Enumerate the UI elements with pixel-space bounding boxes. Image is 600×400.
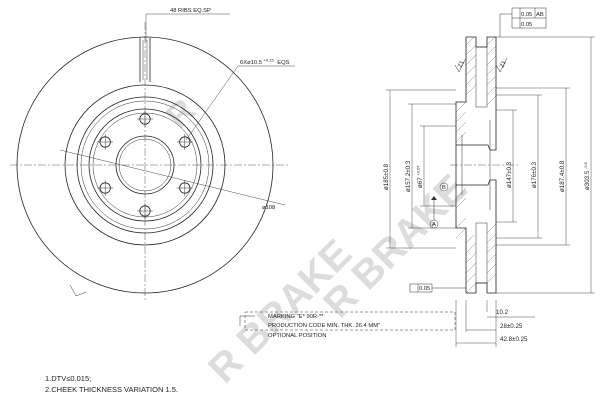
dim-d303-tolerance: -0.5: [583, 161, 588, 169]
vane-cavity-upper: [475, 46, 488, 108]
rotation-mark: [69, 284, 87, 297]
section-hatching: [455, 36, 497, 294]
datum-b-circle: [439, 182, 449, 192]
brand-watermark: R BRAKE R BRAKE R: [159, 91, 475, 391]
diameter-dimensions: [386, 36, 595, 294]
pcd-leader: [59, 149, 286, 206]
dim-d185: ø185±0.8: [383, 163, 390, 190]
front-view: 48 RIBS EQ.SP 6Xø10.5 +0.15 EQS ø108: [10, 8, 295, 300]
width-dimensions: [455, 300, 535, 347]
flatness-datum: AB: [536, 12, 544, 18]
dim-d303: ø303.5 -0.5: [583, 161, 591, 190]
pcd-label: ø108: [262, 205, 275, 211]
drawing-notes: 1.DTV≤0.015; 2.CHEEK THICKNESS VARIATION…: [45, 374, 178, 394]
marking-line-3: OPTIONAL POSITION: [268, 333, 326, 339]
marking-line-2: PRODUCTION CODE MIN. THK. 26.4 MM": [268, 323, 380, 329]
dim-d67-tolerance: +0.07: [416, 165, 421, 176]
surface-finish-left: Z1: [457, 60, 465, 69]
bolt-hole-size: 6Xø10.5: [240, 60, 262, 66]
center-bore-chamfer: [118, 138, 172, 192]
rib-slot: [139, 38, 151, 82]
ribs-leader: [145, 13, 230, 42]
bolt-hole-label: 6Xø10.5 +0.15 EQS: [240, 58, 290, 67]
center-bore: [115, 135, 175, 195]
dim-d187: ø187.4±0.8: [559, 160, 566, 192]
dim-d147: ø147±0.3: [506, 161, 513, 188]
marking-line-1: MARKING "E* 90R-**: [268, 314, 324, 320]
flatness-value: 0.05: [521, 12, 532, 18]
bolt-hole-eqs: EQS: [277, 60, 289, 66]
note-2: 2.CHEEK THICKNESS VARIATION 1.5.: [45, 385, 178, 394]
dim-d157: ø157.2±0.3: [405, 160, 412, 192]
geometric-tolerance-frame: 0.05 AB 0.05: [499, 7, 547, 37]
hat-fillet: [80, 100, 210, 230]
bolt-hole-leader: [185, 65, 295, 141]
runout-value: 0.05: [419, 286, 430, 292]
dim-d303-value: ø303.5: [584, 170, 591, 190]
watermark-logo-text: R: [159, 91, 203, 135]
note-1: 1.DTV≤0.015;: [45, 374, 91, 383]
hat-outer-edge: [76, 96, 214, 234]
datum-a-label: A: [432, 222, 436, 228]
marking-callout: MARKING "E* 90R-** PRODUCTION CODE MIN. …: [239, 311, 456, 339]
dim-d67-value: ø67: [417, 177, 424, 188]
bolt-holes: [97, 111, 193, 219]
section-view: 0.05 AB 0.05 Z1 Z1 B A 0.05: [383, 7, 595, 347]
disc-outer-edge: [16, 36, 274, 294]
bolt-hole-tolerance: +0.15: [264, 58, 275, 63]
dim-width-28: 28±0.25: [500, 323, 523, 330]
hat-face: [88, 108, 202, 222]
dim-d67: ø67 +0.07: [416, 165, 425, 188]
dim-width-10-2: 10.2: [496, 309, 509, 316]
dim-width-42-8: 42.8±0.25: [500, 336, 528, 343]
ribs-label: 48 RIBS EQ.SP: [170, 8, 211, 14]
dim-d176: ø176±0.3: [531, 161, 538, 188]
parallelism-value: 0.05: [521, 22, 532, 28]
friction-ring-inner: [64, 84, 226, 246]
datum-b-label: B: [442, 185, 446, 191]
vane-cavity-lower: [475, 222, 488, 284]
